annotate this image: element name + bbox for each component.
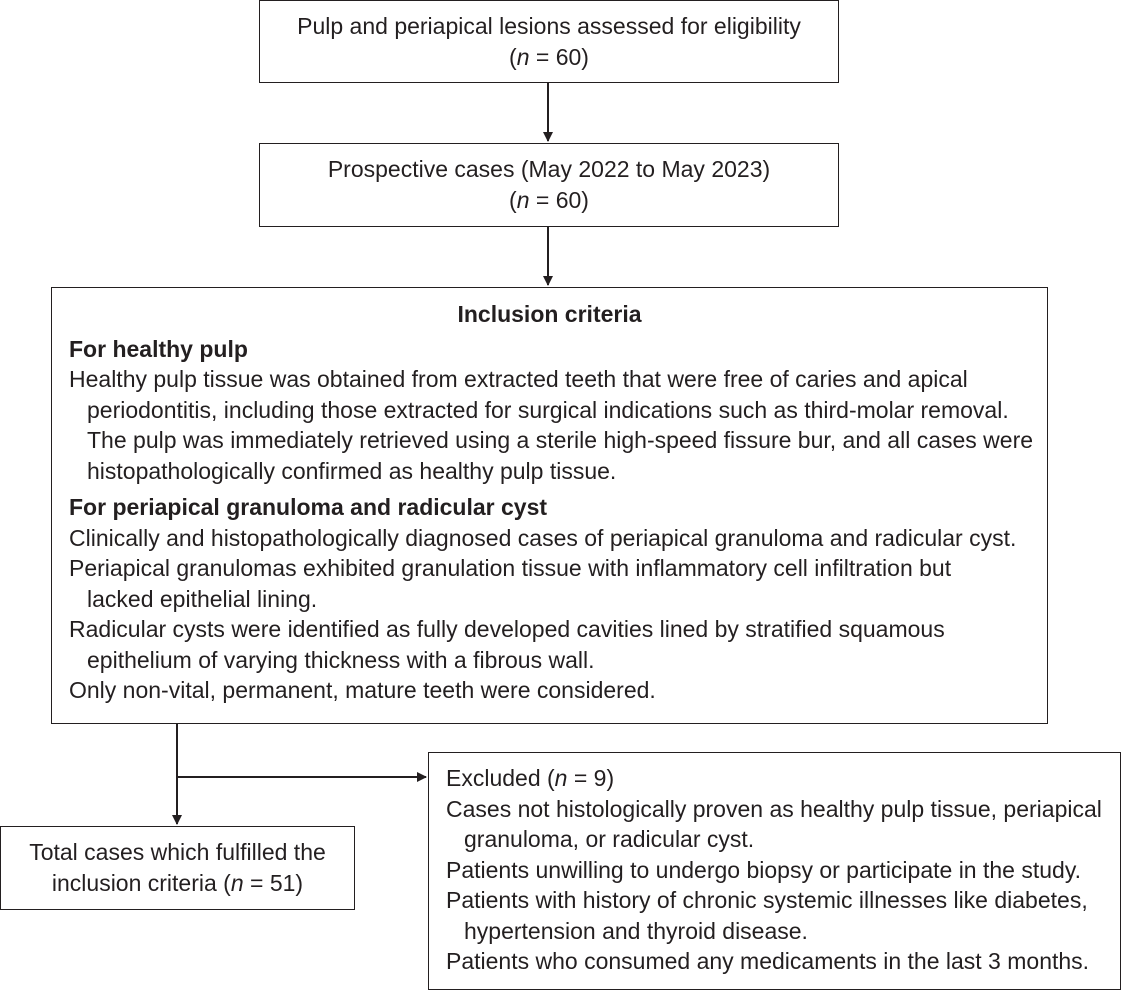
- prospective-box: Prospective cases (May 2022 to May 2023)…: [259, 143, 839, 227]
- healthy-pulp-line: Healthy pulp tissue was obtained from ex…: [69, 366, 968, 392]
- lesion-line: epithelium of varying thickness with a f…: [87, 646, 595, 673]
- inclusion-criteria-box: Inclusion criteria For healthy pulp Heal…: [51, 287, 1048, 724]
- healthy-pulp-line: histopathologically confirmed as healthy…: [87, 457, 617, 484]
- excluded-line: Patients with history of chronic systemi…: [446, 887, 1088, 913]
- lesion-line: Clinically and histopathologically diagn…: [69, 524, 1017, 551]
- lesion-line: lacked epithelial lining.: [87, 585, 318, 612]
- healthy-pulp-line: periodontitis, including those extracted…: [87, 396, 1009, 423]
- excluded-line: hypertension and thyroid disease.: [464, 917, 808, 944]
- excluded-line: Cases not histologically proven as healt…: [446, 795, 1102, 822]
- excluded-line: Patients unwilling to undergo biopsy or …: [446, 856, 1082, 883]
- eligibility-text: Pulp and periapical lesions assessed for…: [297, 13, 801, 39]
- excluded-line: Patients who consumed any medicaments in…: [446, 948, 1090, 974]
- prospective-count: (n = 60): [509, 186, 589, 213]
- total-cases-text: Total cases which fulfilled the: [29, 839, 326, 865]
- lesion-line: Radicular cysts were identified as fully…: [69, 616, 945, 642]
- healthy-pulp-heading: For healthy pulp: [69, 335, 248, 362]
- total-cases-count: inclusion criteria (n = 51): [51, 869, 304, 896]
- total-cases-box: Total cases which fulfilled the inclusio…: [0, 826, 355, 910]
- excluded-line: granuloma, or radicular cyst.: [464, 826, 755, 852]
- inclusion-title: Inclusion criteria: [457, 301, 642, 327]
- prospective-text: Prospective cases (May 2022 to May 2023): [327, 156, 771, 182]
- excluded-title: Excluded (n = 9): [446, 765, 615, 791]
- lesion-line: Periapical granulomas exhibited granulat…: [69, 555, 952, 581]
- lesion-line: Only non-vital, permanent, mature teeth …: [69, 677, 656, 703]
- eligibility-count: (n = 60): [509, 43, 589, 70]
- eligibility-box: Pulp and periapical lesions assessed for…: [259, 0, 839, 83]
- healthy-pulp-line: The pulp was immediately retrieved using…: [87, 427, 1034, 453]
- excluded-box: Excluded (n = 9) Cases not histologicall…: [428, 752, 1121, 990]
- lesion-heading: For periapical granuloma and radicular c…: [69, 494, 548, 520]
